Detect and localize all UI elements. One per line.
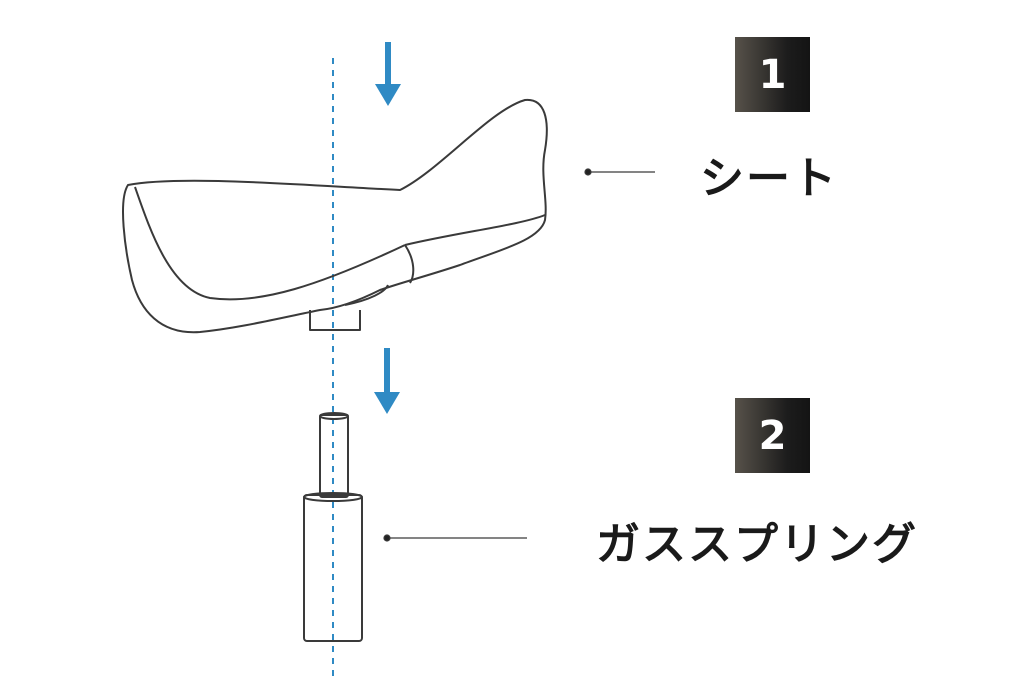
leader-line [584,168,655,176]
part-label-seat: シート [700,153,838,204]
part-label-gas-spring: ガススプリング [596,519,918,570]
down-arrow-icon [374,348,400,414]
leader-line [383,534,527,542]
gas-spring-drawing [303,412,363,642]
seat-drawing [122,98,548,334]
part-number-badge: 1 [735,37,810,112]
down-arrow-icon [375,42,401,106]
part-number-badge: 2 [735,398,810,473]
